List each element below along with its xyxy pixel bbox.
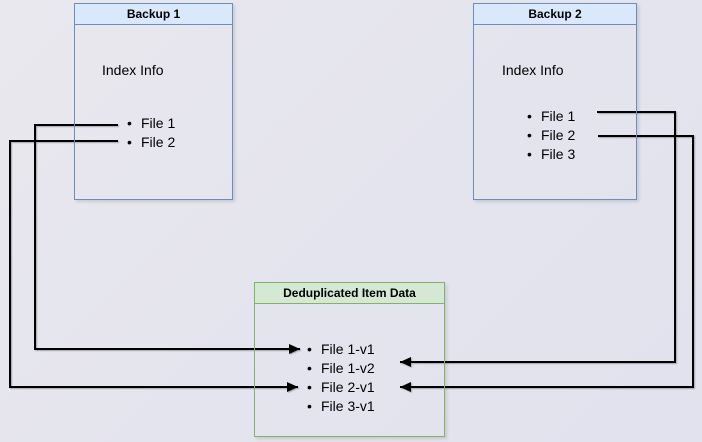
backup1-index-info-label: Index Info	[102, 62, 164, 78]
list-item-file1-v2: File 1-v2	[307, 359, 375, 378]
backup1-box: Backup 1 Index Info File 1 File 2	[74, 3, 233, 200]
list-item-backup1-file1: File 1	[127, 114, 175, 133]
backup2-body: Index Info File 1 File 2 File 3	[474, 25, 636, 199]
list-item-backup1-file2: File 2	[127, 133, 175, 152]
backup1-file-list: File 1 File 2	[127, 114, 175, 152]
list-item-backup2-file2: File 2	[527, 126, 575, 145]
dedup-body: File 1-v1 File 1-v2 File 2-v1 File 3-v1	[255, 304, 444, 436]
backup1-body: Index Info File 1 File 2	[75, 25, 232, 199]
list-item-file3-v1: File 3-v1	[307, 397, 375, 416]
backup2-title: Backup 2	[474, 4, 636, 25]
backup2-box: Backup 2 Index Info File 1 File 2 File 3	[473, 3, 637, 200]
deduplicated-item-data-box: Deduplicated Item Data File 1-v1 File 1-…	[254, 282, 445, 437]
list-item-backup2-file1: File 1	[527, 107, 575, 126]
dedup-file-list: File 1-v1 File 1-v2 File 2-v1 File 3-v1	[307, 340, 375, 416]
list-item-file2-v1: File 2-v1	[307, 378, 375, 397]
list-item-file1-v1: File 1-v1	[307, 340, 375, 359]
list-item-backup2-file3: File 3	[527, 145, 575, 164]
backup2-index-info-label: Index Info	[502, 62, 564, 78]
backup1-title: Backup 1	[75, 4, 232, 25]
backup2-file-list: File 1 File 2 File 3	[527, 107, 575, 164]
dedup-title: Deduplicated Item Data	[255, 283, 444, 304]
